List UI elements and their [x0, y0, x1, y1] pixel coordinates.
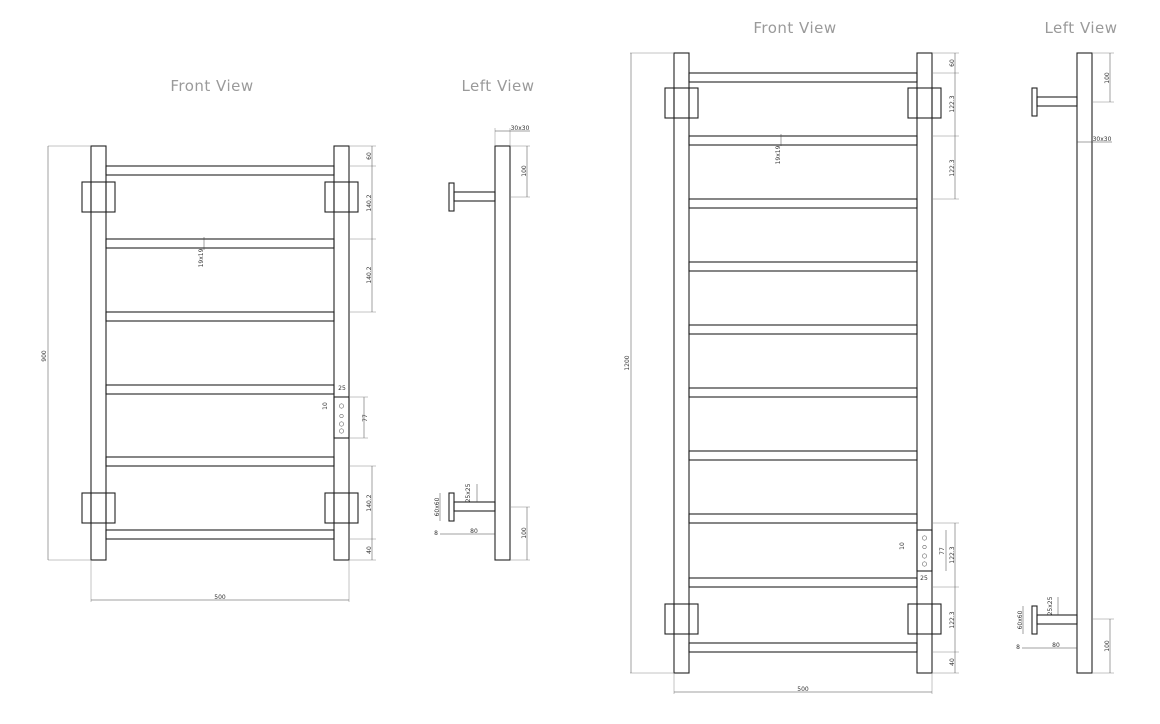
small-left-title: Left View	[461, 77, 534, 95]
small-front-title: Front View	[170, 77, 253, 95]
large-height-label: 1200	[624, 355, 631, 370]
small-left-view: Left View 30x30 100 100 25x25 60x60 8 80	[434, 77, 534, 561]
large-right-dimensions	[932, 52, 959, 674]
large-left-title: Left View	[1044, 19, 1117, 37]
large-box-width: 25	[920, 575, 928, 582]
small-rail-gap-2: 140.2	[366, 266, 373, 283]
large-box-height: 77	[939, 547, 946, 555]
small-right-dimensions	[349, 145, 376, 561]
large-width-label: 500	[797, 686, 809, 693]
large-left-view: Left View 100 30x30 100 25x25 60x60 8 80	[1016, 19, 1117, 674]
left-upright	[90, 145, 107, 561]
small-side-tube	[494, 145, 511, 561]
small-rail-gap-1: 140.2	[366, 194, 373, 211]
small-box-height: 77	[362, 414, 369, 422]
small-front-view: Front View	[41, 77, 376, 602]
small-height-label: 900	[41, 350, 48, 362]
large-bracket-section: 25x25	[1047, 596, 1054, 615]
large-control-box	[916, 529, 933, 572]
large-front-view: Front View	[624, 19, 959, 694]
large-rail-gap-box: 122.3	[949, 546, 956, 563]
large-rail-section: 19x19	[775, 145, 782, 164]
large-right-upright	[916, 52, 933, 674]
large-plate-thickness: 8	[1016, 644, 1020, 651]
small-bracket-depth: 80	[470, 528, 478, 535]
small-plate-thickness: 8	[434, 530, 438, 537]
large-tube-section: 30x30	[1093, 136, 1112, 143]
small-rail-gap-bottom: 140.2	[366, 494, 373, 511]
large-side-tube	[1076, 52, 1093, 674]
large-bottom-offset: 40	[949, 658, 956, 666]
small-box-offset: 10	[322, 402, 329, 410]
small-bracket-top: 100	[521, 165, 528, 177]
small-width-label: 500	[214, 594, 226, 601]
large-bracket-bottom: 100	[1104, 640, 1111, 652]
small-bottom-offset: 40	[366, 546, 373, 554]
small-rails	[105, 165, 335, 540]
small-wall-brackets	[81, 181, 359, 524]
small-plate-size: 60x60	[434, 497, 441, 516]
small-top-offset: 60	[366, 152, 373, 160]
right-upright	[333, 145, 350, 561]
large-front-title: Front View	[753, 19, 836, 37]
small-rail-section: 19x19	[198, 248, 205, 267]
small-bracket-bottom: 100	[521, 527, 528, 539]
large-rails	[688, 72, 918, 653]
large-left-upright	[673, 52, 690, 674]
small-tube-section: 30x30	[511, 125, 530, 132]
large-wall-brackets	[664, 87, 942, 635]
large-rail-gap-2: 122.3	[949, 159, 956, 176]
large-top-offset: 60	[949, 59, 956, 67]
small-box-width: 25	[338, 385, 346, 392]
large-bracket-top: 100	[1104, 72, 1111, 84]
large-bracket-depth: 80	[1052, 642, 1060, 649]
large-box-offset: 10	[899, 542, 906, 550]
large-rail-gap-bottom: 122.3	[949, 611, 956, 628]
large-rail-gap-1: 122.3	[949, 95, 956, 112]
small-control-box	[333, 396, 350, 439]
small-bracket-section: 25x25	[465, 483, 472, 502]
large-plate-size: 60x60	[1017, 610, 1024, 629]
